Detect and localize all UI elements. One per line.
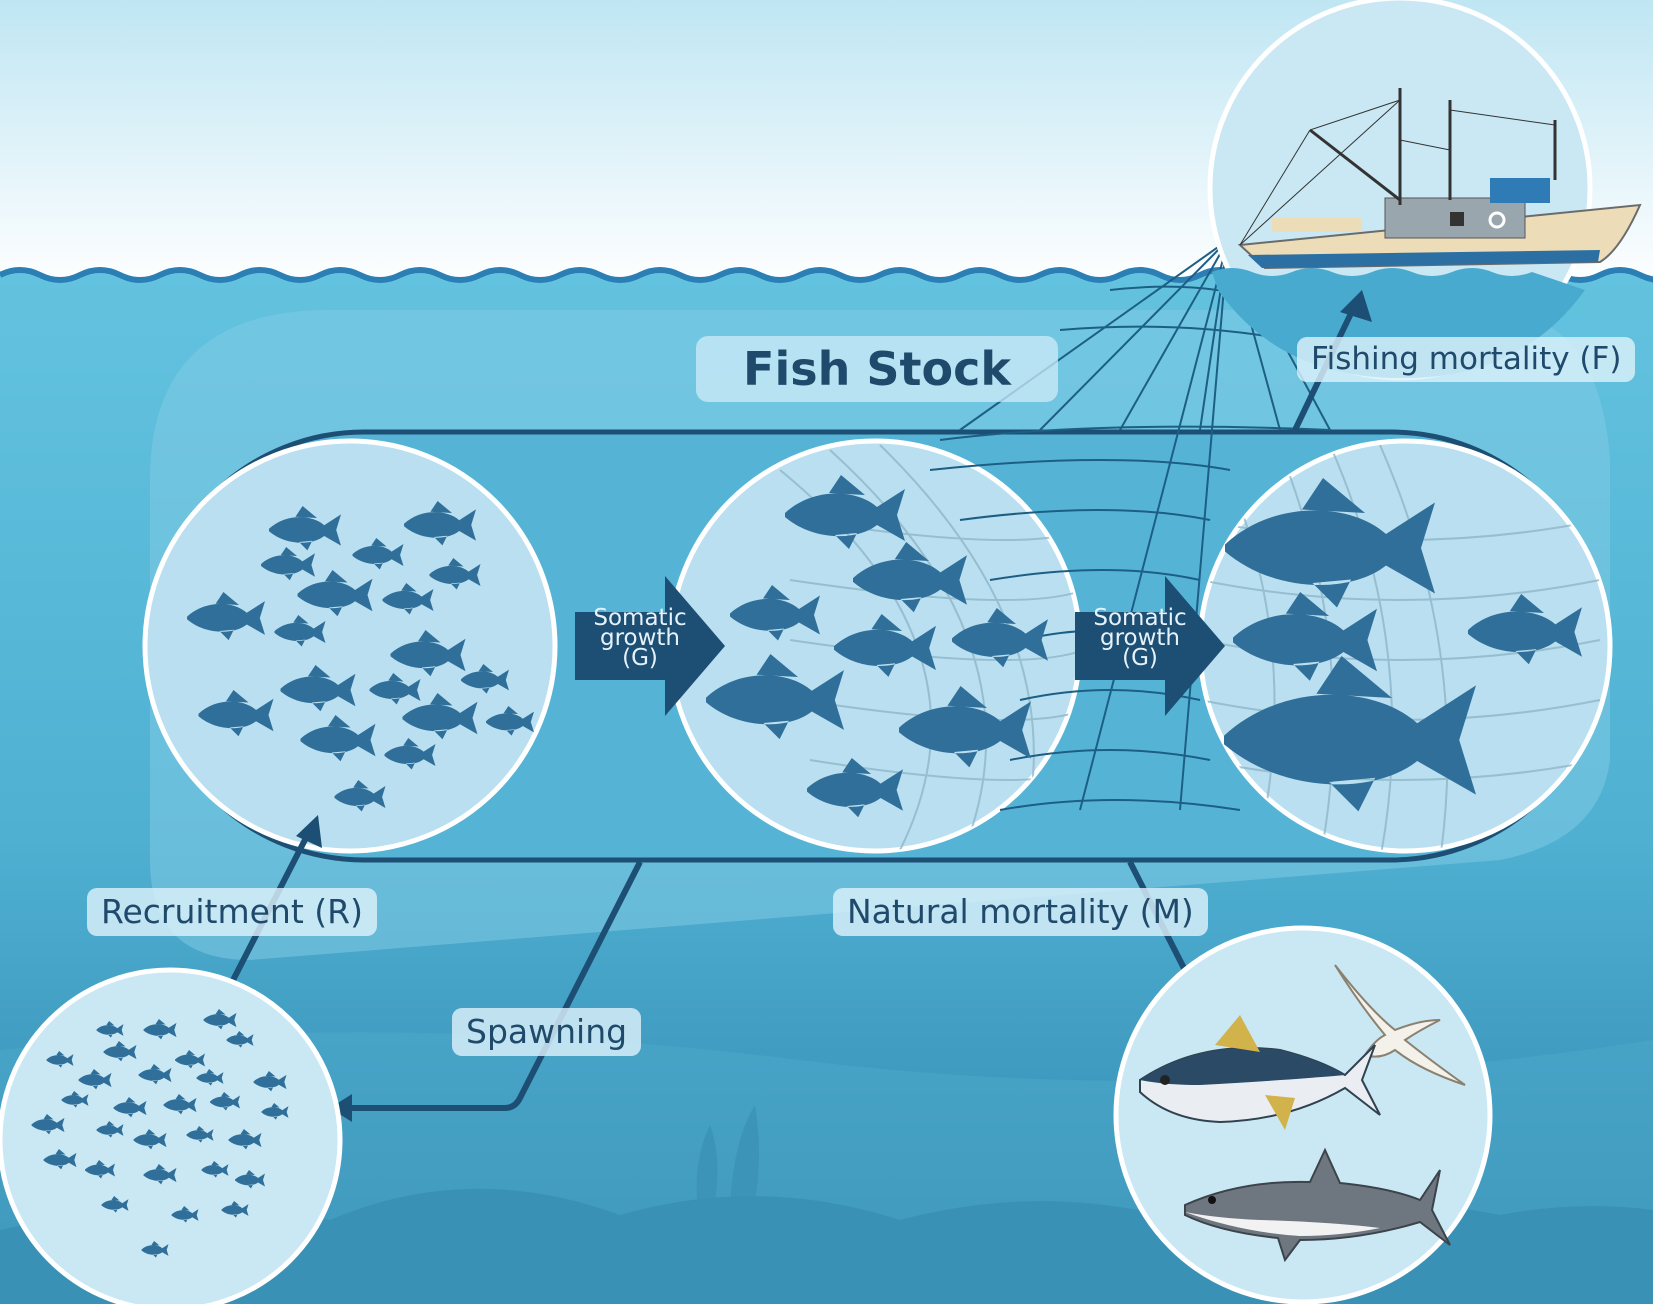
diagram-title: Fish Stock [696, 336, 1058, 402]
growth-label-1: Somatic growth (G) [580, 608, 700, 668]
growth-label-line: (G) [1080, 648, 1200, 668]
natural-mortality-label: Natural mortality (M) [833, 888, 1208, 936]
predation-circle [1116, 928, 1490, 1302]
recruitment-label: Recruitment (R) [87, 888, 377, 936]
fishing-mortality-label: Fishing mortality (F) [1297, 337, 1635, 382]
spawning-circle [0, 970, 340, 1304]
growth-label-line: (G) [580, 648, 700, 668]
growth-label-2: Somatic growth (G) [1080, 608, 1200, 668]
spawning-label: Spawning [452, 1008, 641, 1056]
